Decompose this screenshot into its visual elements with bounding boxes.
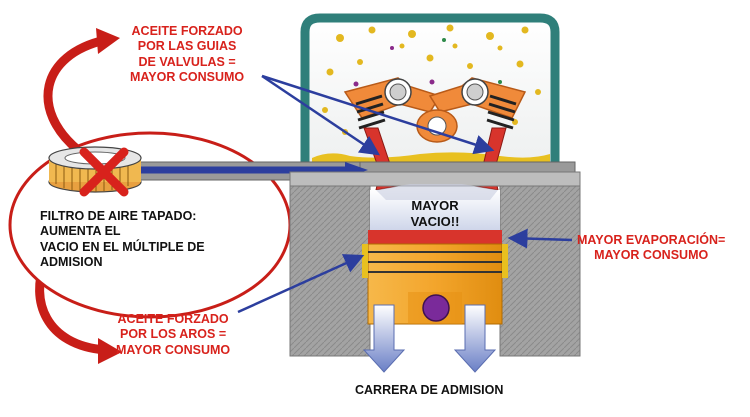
- valve-guides-label: ACEITE FORZADO POR LAS GUIAS DE VALVULAS…: [130, 24, 245, 84]
- evaporation-label: MAYOR EVAPORACIÓN= MAYOR CONSUMO: [577, 233, 726, 263]
- rocker-pivot-left: [389, 83, 407, 101]
- callout-lines: [237, 74, 573, 314]
- stroke-arrows: [362, 304, 497, 373]
- oil-droplets-green: [442, 38, 502, 84]
- valve-springs: [355, 94, 517, 130]
- blocked-x-icon: [79, 147, 129, 197]
- rocker-pivot-right: [466, 83, 484, 101]
- rings-label: ACEITE FORZADO POR LOS AROS = MAYOR CONS…: [116, 312, 231, 357]
- oil-droplets: [322, 24, 541, 135]
- vacuum-label: MAYOR VACIO!!: [410, 198, 460, 229]
- air-filter-label: FILTRO DE AIRE TAPADO: AUMENTA EL VACIO …: [40, 209, 205, 269]
- intake-stroke-label: CARRERA DE ADMISION: [355, 383, 504, 397]
- piston-pin: [422, 294, 450, 322]
